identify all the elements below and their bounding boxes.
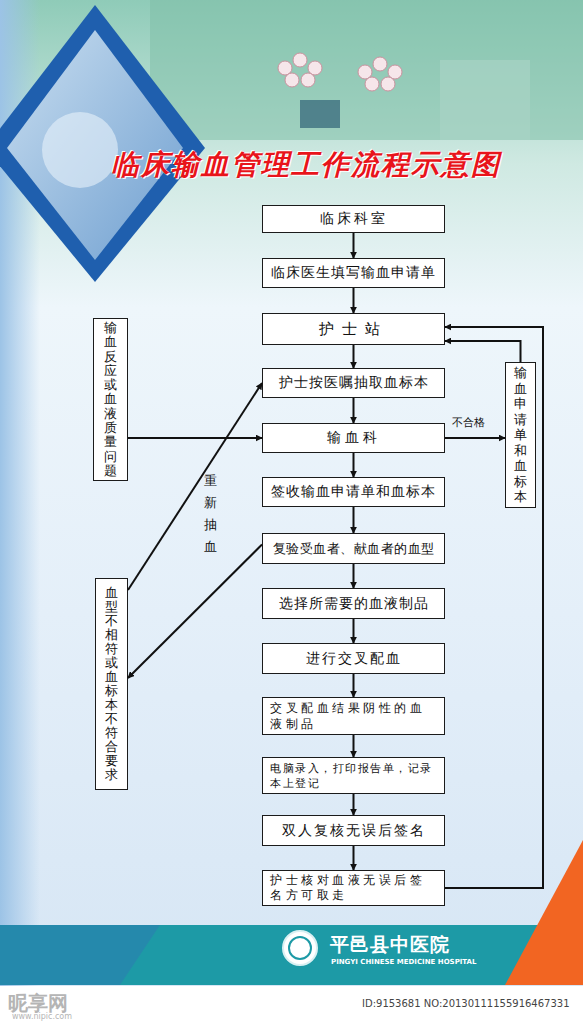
process-box: 输血科 [262,423,445,453]
process-box: 交叉配血结果阴性的血液制品 [262,697,445,735]
orange-triangle [505,840,583,985]
node-text: 输血科 [270,429,437,447]
process-box: 进行交叉配血 [262,643,445,674]
node-text: 签收输血申请单和血标本 [270,483,437,501]
flow-arrow [353,794,355,815]
flow-arrow [353,233,355,258]
flow-arrow [353,619,355,643]
flow-arrow [353,398,355,423]
footer-accent [0,925,160,985]
hospital-logo-ring [289,937,311,959]
flow-arrow [445,327,543,888]
process-box: 双人复核无误后签名 [262,815,445,846]
node-text: 复验受血者、献血者的血型 [270,540,437,558]
node-text: 电脑录入，打印报告单，记录本上登记 [270,761,437,791]
footer-band [0,925,583,985]
process-box: 临床医生填写输血申请单 [262,258,445,288]
hospital-logo [283,931,317,965]
blue-diamond [0,5,205,282]
node-text: 护士按医嘱抽取血标本 [270,374,437,392]
node-text: 进行交叉配血 [270,650,437,668]
side-box: 输血反应或血液质量问题 [93,318,128,481]
process-box: 护士按医嘱抽取血标本 [262,368,445,398]
flow-arrow [353,453,355,477]
watermark-url: www.nipic.com [12,1012,72,1021]
photo-monitor [300,100,340,128]
nurse-photo [7,30,183,260]
process-box: 护士站 [262,313,445,345]
photo-highlight [42,112,118,188]
node-text: 血型不相符或血标本不符合要求 [105,586,118,782]
edge-label: 不合格 [452,415,485,430]
surgical-lamp [278,53,402,91]
node-text: 临床科室 [270,210,437,228]
flow-arrow [353,564,355,588]
flow-arrow [445,437,505,439]
hospital-name-english: PINGYI CHINESE MEDICINE HOSPITAL [331,958,476,966]
diagram-title: 临床输血管理工作流程示意图 [95,146,517,184]
side-box: 血型不相符或血标本不符合要求 [95,578,128,790]
process-box: 选择所需要的血液制品 [262,588,445,619]
flow-arrow [353,735,355,757]
flow-arrow [353,288,355,313]
node-text: 输血反应或血液质量问题 [104,321,117,478]
node-text: 临床医生填写输血申请单 [270,264,437,282]
operating-room-photo [150,0,583,140]
flow-arrow [128,545,262,679]
node-text: 输血申请单和血标本 [514,365,527,505]
node-text: 护士核对血液无误后签名方可取走 [270,873,437,903]
hospital-name: 平邑县中医院 [330,932,450,958]
flow-arrow [128,383,262,590]
flow-arrow [353,846,355,870]
node-text: 交叉配血结果阴性的血液制品 [270,700,437,732]
process-box: 电脑录入，打印报告单，记录本上登记 [262,757,445,794]
flow-arrow [353,345,355,368]
photo-door [440,60,530,140]
flow-arrow [128,437,262,439]
side-box: 输血申请单和血标本 [505,362,536,508]
process-box: 复验受血者、献血者的血型 [262,533,445,564]
watermark-id: ID:9153681 NO:20130111155916467331 [362,998,570,1009]
watermark-strip [0,986,583,1024]
node-text: 护士站 [270,320,437,339]
edge-label: 重新抽血 [204,470,217,558]
node-text: 双人复核无误后签名 [270,822,437,840]
flow-arrow [353,674,355,697]
process-box: 临床科室 [262,205,445,233]
node-text: 选择所需要的血液制品 [270,595,437,613]
flow-arrow [445,341,521,362]
process-box: 签收输血申请单和血标本 [262,477,445,507]
process-box: 护士核对血液无误后签名方可取走 [262,870,445,906]
flow-arrow [353,507,355,533]
